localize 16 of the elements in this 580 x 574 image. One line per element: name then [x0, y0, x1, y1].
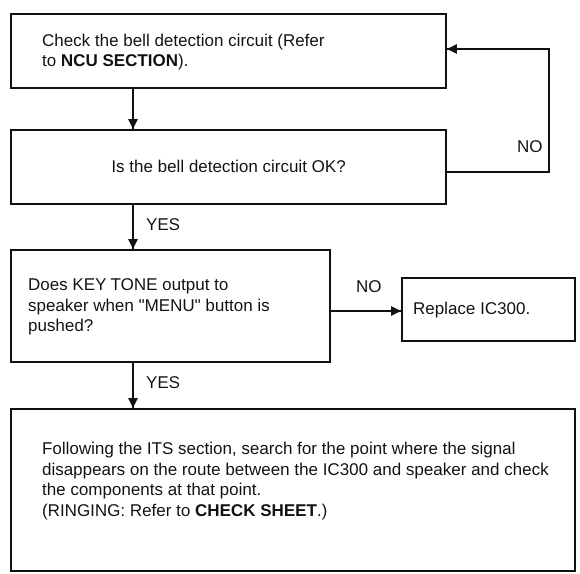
box-text: Check the bell detection circuit (Refer to NCU SECTION). — [42, 30, 326, 72]
arrow — [128, 363, 138, 408]
box-text: Is the bell detection circuit OK? — [111, 156, 346, 178]
arrow — [447, 44, 550, 173]
arrow — [128, 205, 138, 249]
arrow — [331, 306, 401, 316]
process-box — [10, 13, 447, 89]
arrow — [128, 89, 138, 129]
box-text: Replace IC300. — [413, 299, 530, 320]
box-text: (RINGING: Refer to CHECK SHEET.) — [42, 500, 328, 521]
box-text: Following the ITS section, search for the point where the signal disappears on the route between the IC300 and speaker and check the components at that point. — [42, 439, 550, 500]
box-text: Does KEY TONE output to speaker when "MENU" button is pushed? — [28, 275, 271, 337]
process-box — [10, 129, 447, 205]
process-box — [10, 408, 576, 572]
process-box — [10, 249, 331, 363]
process-box — [401, 277, 576, 342]
